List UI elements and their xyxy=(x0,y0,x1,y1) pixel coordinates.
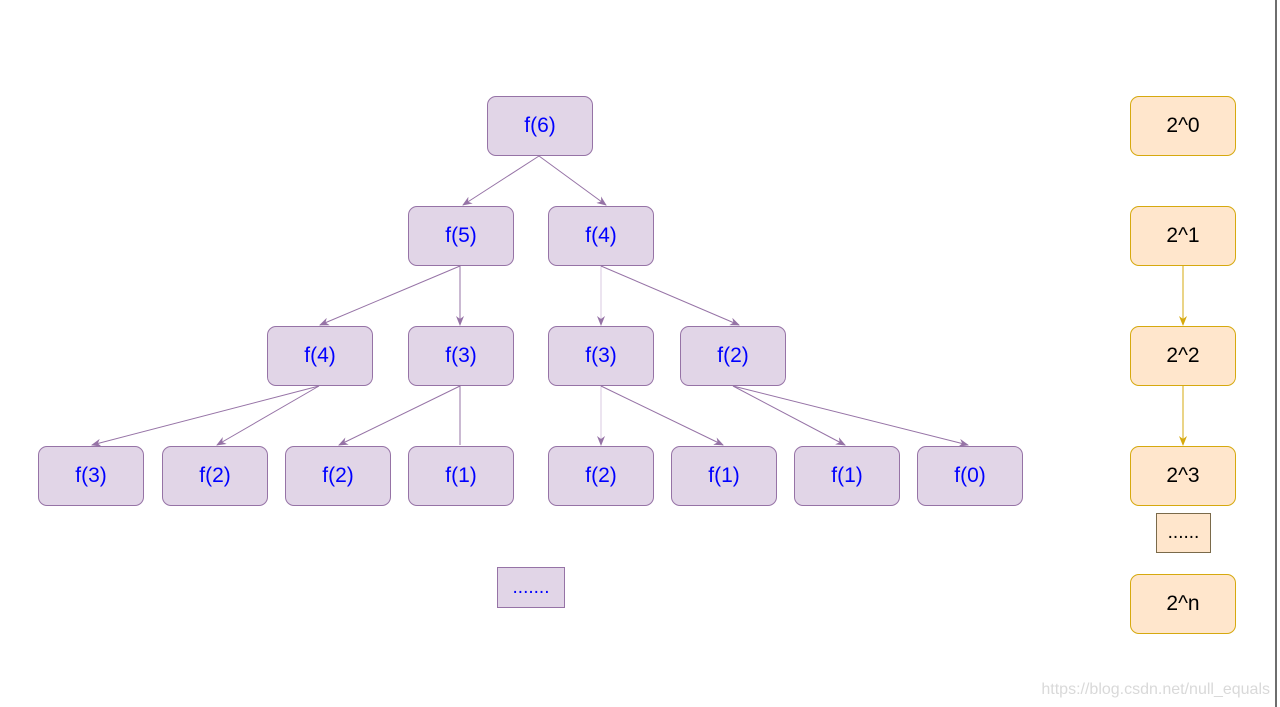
edge-f3-f2 xyxy=(338,385,461,446)
node-l3-6: f(1) xyxy=(671,446,777,506)
pow-ellipsis: ...... xyxy=(1156,513,1211,553)
pow-node-3: 2^3 xyxy=(1130,446,1236,506)
pow-node-n: 2^n xyxy=(1130,574,1236,634)
node-f3-right: f(3) xyxy=(548,326,654,386)
pow-node-2: 2^2 xyxy=(1130,326,1236,386)
pow-node-0: 2^0 xyxy=(1130,96,1236,156)
node-f4: f(4) xyxy=(548,206,654,266)
edge-f4-f2b xyxy=(216,385,320,446)
edge-f4-f2 xyxy=(600,265,740,326)
edge-f6-f4 xyxy=(538,155,607,206)
node-f6: f(6) xyxy=(487,96,593,156)
edge-f3r-f1 xyxy=(600,385,724,446)
edge-f6-f5 xyxy=(462,155,540,206)
tree-ellipsis: ....... xyxy=(497,567,565,608)
node-l3-5: f(2) xyxy=(548,446,654,506)
node-f5: f(5) xyxy=(408,206,514,266)
edge-f4-f3b xyxy=(91,385,320,447)
node-l3-7: f(1) xyxy=(794,446,900,506)
node-l3-1: f(3) xyxy=(38,446,144,506)
watermark: https://blog.csdn.net/null_equals xyxy=(1041,681,1270,698)
edge-f2-f1 xyxy=(732,385,846,446)
edge-f5-f4 xyxy=(319,265,461,326)
node-f2-right: f(2) xyxy=(680,326,786,386)
node-l3-2: f(2) xyxy=(162,446,268,506)
edge-f2-f0 xyxy=(732,385,969,447)
pow-node-1: 2^1 xyxy=(1130,206,1236,266)
node-f3-left: f(3) xyxy=(408,326,514,386)
node-l3-4: f(1) xyxy=(408,446,514,506)
node-l3-8: f(0) xyxy=(917,446,1023,506)
node-f4-left: f(4) xyxy=(267,326,373,386)
right-edge-divider xyxy=(1275,0,1277,707)
node-l3-3: f(2) xyxy=(285,446,391,506)
